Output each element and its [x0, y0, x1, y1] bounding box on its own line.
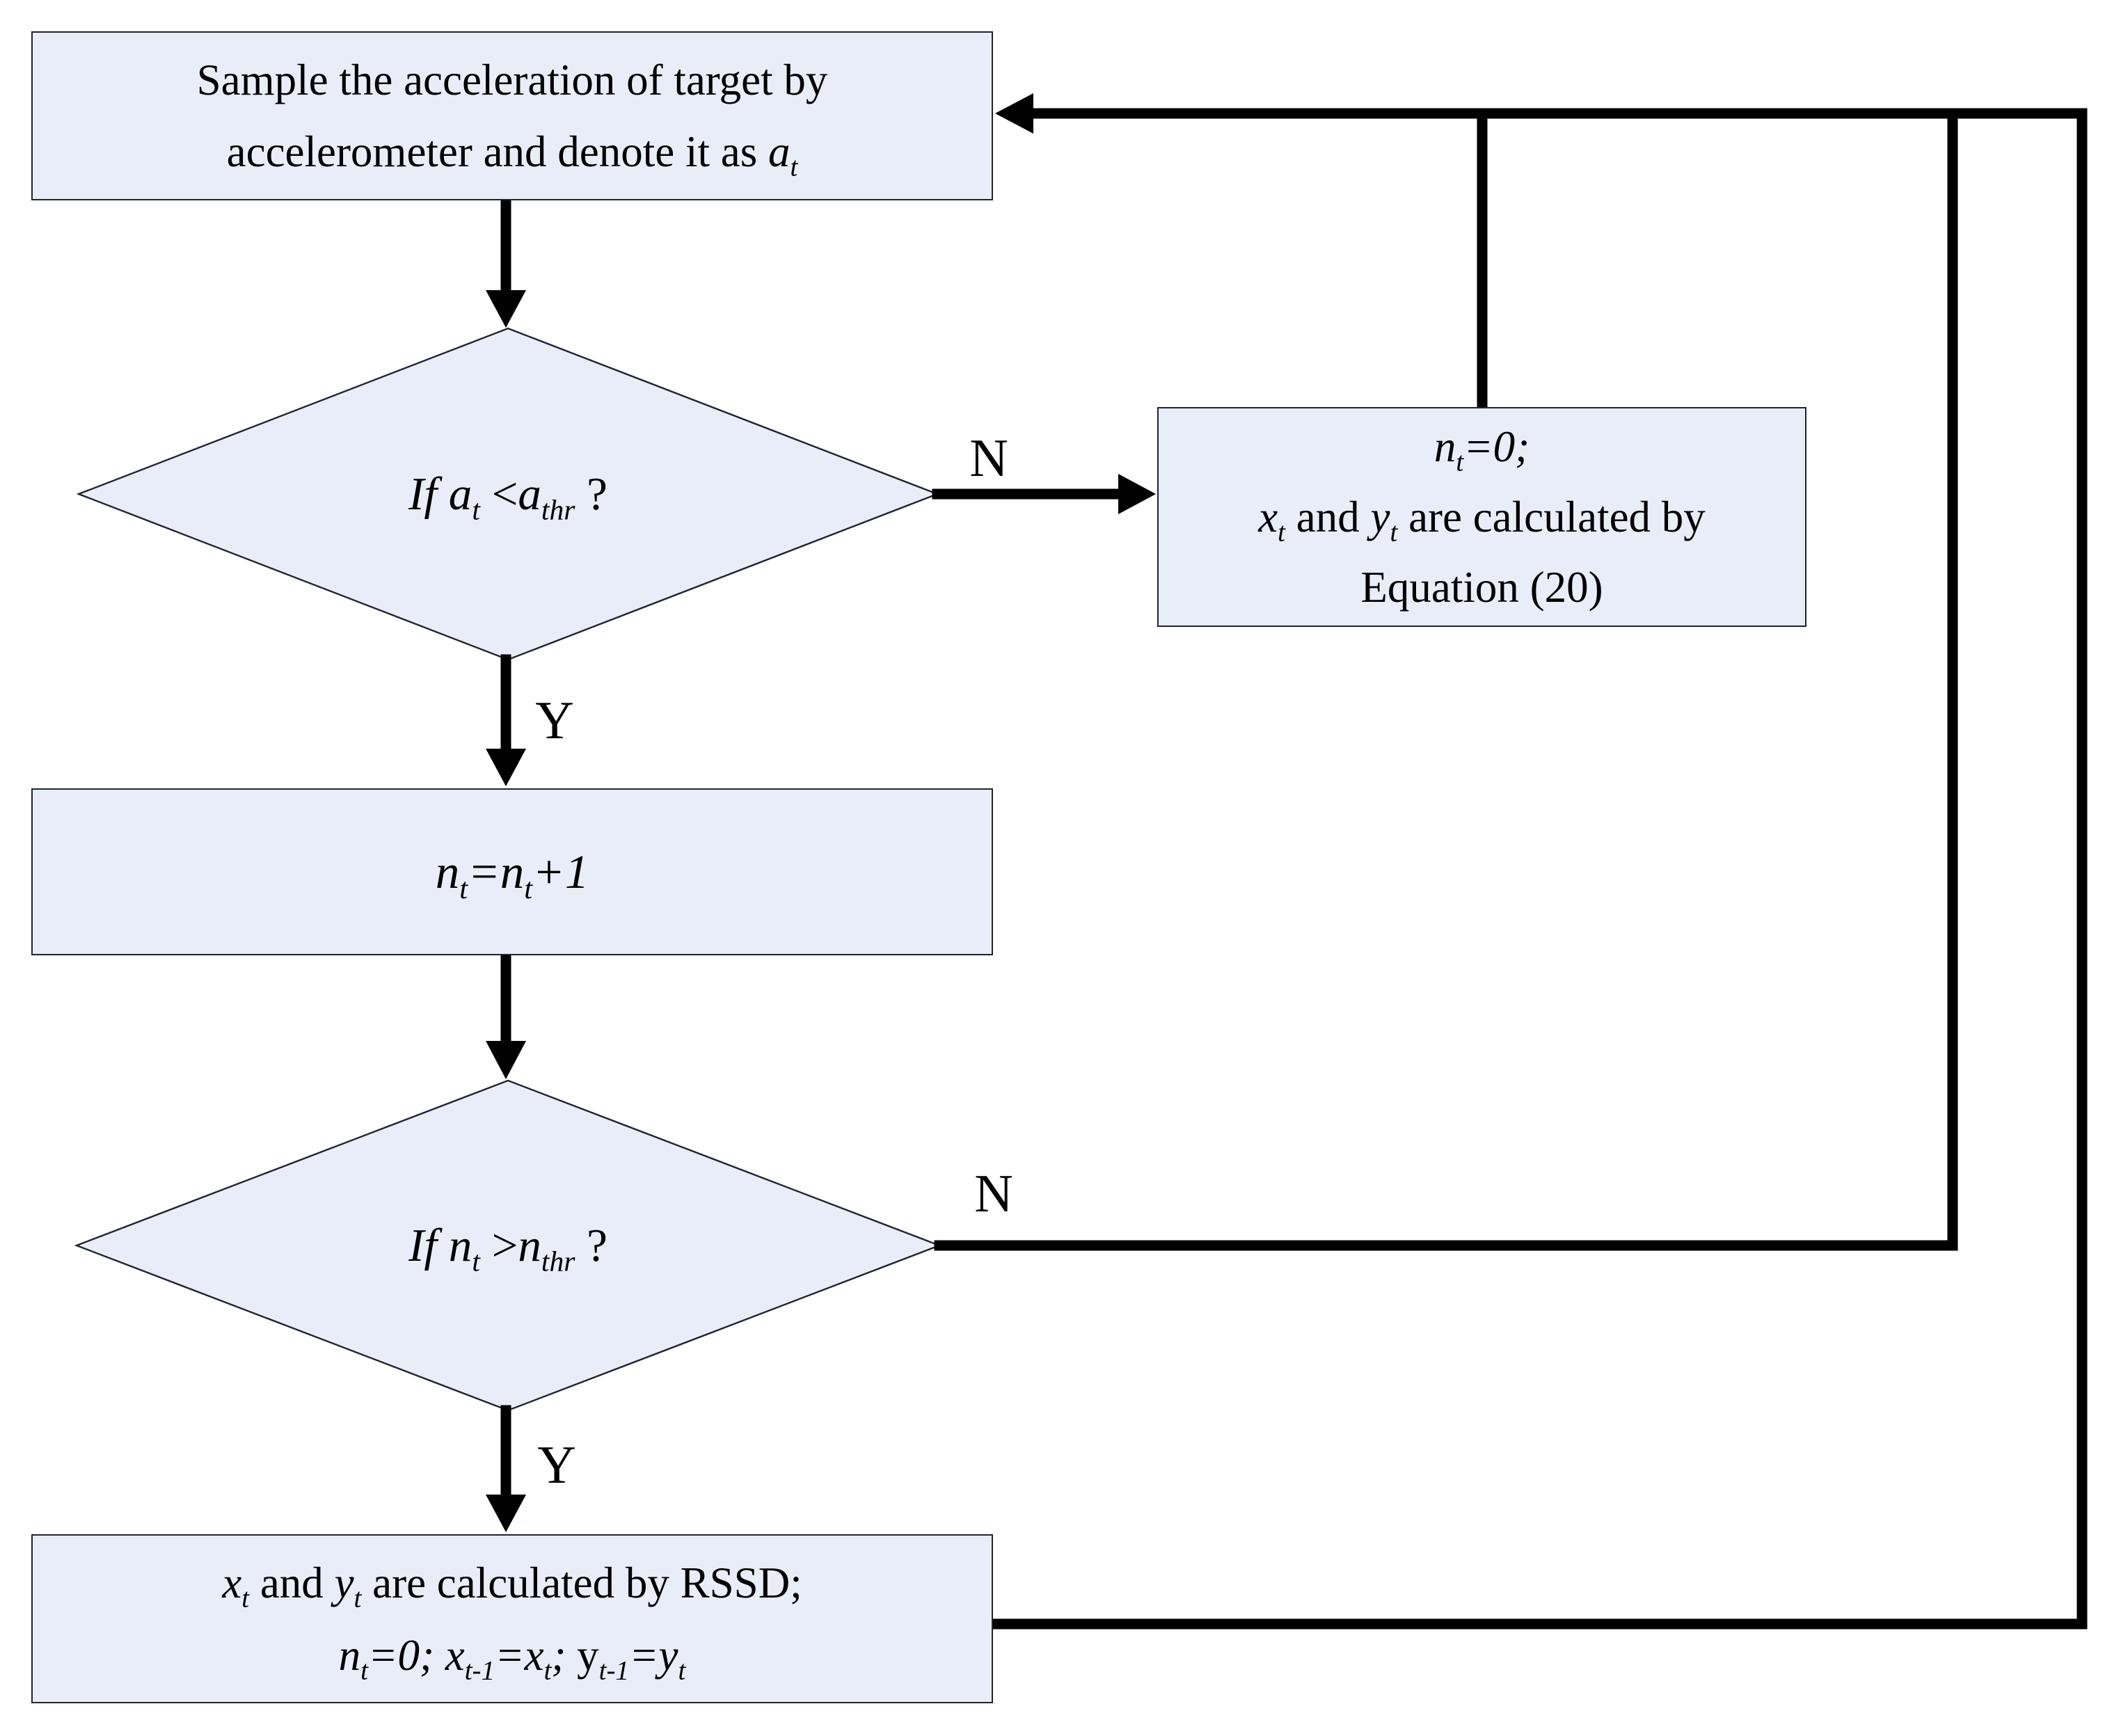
label-decision-count-yes: Y — [537, 1434, 576, 1495]
node-increment-count: nt=nt+1 — [31, 788, 993, 955]
decision-count-label: If nt >nthr ? — [77, 1081, 939, 1410]
text-line: Equation (20) — [1360, 562, 1603, 612]
node-sample-acceleration: Sample the acceleration of target by acce… — [31, 31, 993, 200]
text-line: If at <athr ? — [408, 468, 607, 525]
text-line: nt=0; xt-1=xt; yt-1=yt — [338, 1630, 686, 1686]
node-rssd-update: xt and yt are calculated by RSSD; nt=0; x… — [31, 1534, 993, 1703]
arrow-sample-to-decision-accel-head — [486, 290, 526, 328]
edge-rssd-return-loop — [987, 108, 2088, 1630]
arrow-decision-accel-yes-head — [486, 749, 526, 786]
label-decision-accel-no: N — [969, 427, 1008, 488]
text-line: xt and yt are calculated by RSSD; — [222, 1558, 802, 1614]
label-decision-count-no: N — [974, 1163, 1013, 1223]
text-line: Sample the acceleration of target by — [196, 55, 828, 104]
decision-accel-label: If at <athr ? — [79, 328, 937, 660]
text-line: xt and yt are calculated by — [1258, 492, 1706, 548]
arrow-decision-count-yes-head — [486, 1495, 526, 1532]
text-line: accelerometer and denote it as at — [226, 127, 798, 182]
text-line: nt=0; — [1433, 422, 1530, 477]
edge-decision-count-no-loop — [934, 113, 1958, 1251]
arrowhead-return-to-sample — [995, 93, 1033, 134]
text-line: nt=nt+1 — [435, 845, 589, 905]
arrow-increment-to-decision-count-head — [486, 1041, 526, 1079]
arrow-decision-accel-no-head — [1118, 474, 1156, 514]
node-reset-count-equation20: nt=0; xt and yt are calculated by Equation… — [1157, 407, 1806, 627]
label-decision-accel-yes: Y — [535, 690, 574, 750]
text-line: If nt >nthr ? — [408, 1219, 607, 1277]
